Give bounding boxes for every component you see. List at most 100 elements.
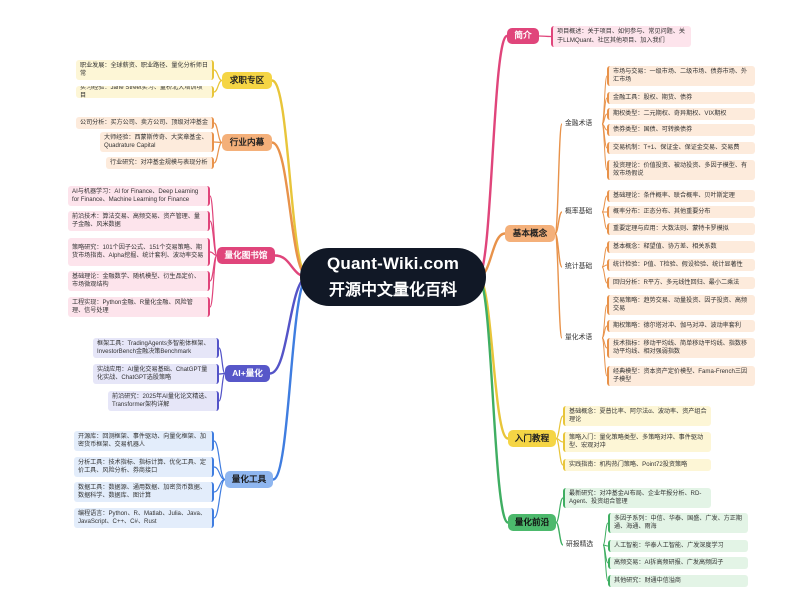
leaf-tools-label: 开源库：回测框架、事件驱动、向量化框架、加密货币框架、交易机器人 bbox=[78, 432, 206, 448]
branch-jobs[interactable]: 求职专区 bbox=[222, 72, 272, 89]
subgroup-concepts[interactable]: 统计基础 bbox=[562, 262, 602, 272]
leaf-jobs[interactable]: 实习经验：Jane Street实习、量桥北大培训项目 bbox=[76, 86, 214, 98]
leaf-concepts-label: 重要定理与应用：大数法则、蒙特卡罗模拟 bbox=[613, 224, 729, 232]
leaf-industry[interactable]: 行业研究：对冲基金规模与表现分析 bbox=[106, 157, 214, 169]
connector-line bbox=[555, 497, 564, 524]
leaf-library[interactable]: 工程实现：Python金融、R量化金融、风险管理、信号处理 bbox=[68, 297, 210, 317]
subgroup-concepts[interactable]: 概率基础 bbox=[562, 207, 602, 217]
connector-line bbox=[218, 372, 226, 402]
leaf-concepts[interactable]: 金融工具：股权、期货、债券 bbox=[607, 92, 755, 104]
leaf-tools-label: 编程语言：Python、R、Matlab、Julia、Java、JavaScri… bbox=[78, 509, 207, 525]
leaf-industry-label: 公司分析：买方公司、卖方公司、顶级对冲基金 bbox=[80, 118, 208, 126]
leaf-concepts[interactable]: 回归分析：R平方、多元线性回归、最小二乘法 bbox=[607, 277, 755, 289]
leaf-jobs-label: 实习经验：Jane Street实习、量桥北大培训项目 bbox=[80, 86, 203, 98]
branch-ai[interactable]: AI+量化 bbox=[225, 365, 270, 382]
leaf-ai-label: 实战应用：AI量化交易基础、ChatGPT量化实战、ChatGPT选股策略 bbox=[97, 365, 208, 381]
connector-line bbox=[213, 79, 223, 93]
center-node[interactable]: Quant-Wiki.com 开源中文量化百科 bbox=[300, 248, 486, 306]
leaf-library-label: 工程实现：Python金融、R量化金融、风险管理、信号处理 bbox=[72, 298, 193, 314]
leaf-concepts[interactable]: 统计检验：P值、T检验、假设检验、统计显著性 bbox=[607, 259, 755, 271]
branch-tutorial[interactable]: 入门教程 bbox=[508, 430, 556, 447]
leaf-frontier[interactable]: 多因子系列：中信、华泰、国盛、广发、方正期通、海通、雨海 bbox=[608, 513, 748, 533]
leaf-concepts-label: 概率分布：正态分布、其他重要分布 bbox=[613, 207, 711, 215]
leaf-library-label: 策略研究：101个因子公式、151个交易策略、期货市场指南、Alpha挖掘、统计… bbox=[72, 243, 204, 259]
leaf-concepts[interactable]: 经典模型：资本资产定价模型、Fama-French三因子模型 bbox=[607, 366, 755, 386]
branch-library[interactable]: 量化图书馆 bbox=[217, 247, 275, 264]
leaf-tools[interactable]: 分析工具：技术指标、指标计算、优化工具、定价工具、风险分析、券商接口 bbox=[74, 457, 214, 477]
leaf-ai-label: 框架工具：TradingAgents多智能体框架、InvestorBench金融… bbox=[97, 339, 210, 355]
branch-frontier[interactable]: 量化前沿 bbox=[508, 514, 556, 531]
leaf-concepts[interactable]: 基础理论：条件概率、联合概率、贝叶斯定理 bbox=[607, 190, 755, 202]
leaf-library[interactable]: 策略研究：101个因子公式、151个交易策略、期货市场指南、Alpha挖掘、统计… bbox=[68, 238, 210, 266]
branch-industry-label: 行业内幕 bbox=[229, 136, 265, 147]
leaf-concepts[interactable]: 重要定理与应用：大数法则、蒙特卡罗模拟 bbox=[607, 223, 755, 235]
leaf-industry[interactable]: 大师经验：西蒙斯传奇、大奖章基金、Quadrature Capital bbox=[100, 132, 214, 152]
leaf-library[interactable]: 基础理论：金融数学、随机模型、衍生品定价、市场微观结构 bbox=[68, 271, 210, 291]
leaf-frontier[interactable]: 最新研究：对冲基金AI布局、企业年报分析、RD-Agent、投资组合管理 bbox=[563, 488, 711, 508]
leaf-frontier[interactable]: 高频交易：AI拆高频研报、广发高频因子 bbox=[608, 557, 748, 569]
connector-line bbox=[602, 544, 609, 582]
leaf-concepts[interactable]: 概率分布：正态分布、其他重要分布 bbox=[607, 206, 755, 218]
leaf-concepts[interactable]: 期权类型：二元期权、奇异期权、VIX期权 bbox=[607, 108, 755, 120]
leaf-library[interactable]: 前沿技术：算法交易、高频交易、资产管理、量子金融、风米数据 bbox=[68, 211, 210, 231]
connector-line bbox=[218, 347, 226, 375]
leaf-concepts-label: 交易策略：趋势交易、动量投资、因子投资、高频交易 bbox=[613, 296, 748, 312]
subgroup-concepts[interactable]: 金融术语 bbox=[562, 119, 602, 129]
subgroup-frontier[interactable]: 研报精选 bbox=[563, 540, 603, 550]
leaf-ai[interactable]: 前沿研究：2025年AI量化论文精选、Transformer架构详解 bbox=[108, 391, 219, 411]
connector-line bbox=[554, 123, 563, 235]
connector-line bbox=[554, 232, 563, 339]
leaf-ai-label: 前沿研究：2025年AI量化论文精选、Transformer架构详解 bbox=[112, 392, 211, 408]
connector-line bbox=[476, 34, 509, 279]
connector-line bbox=[601, 337, 608, 377]
leaf-tutorial[interactable]: 基础概念：夏普比率、阿尔法α、波动率、资产组合理论 bbox=[563, 406, 711, 426]
leaf-concepts[interactable]: 基本概念：释望值、协方差、相关系数 bbox=[607, 241, 755, 253]
connector-line bbox=[555, 437, 564, 466]
leaf-ai[interactable]: 实战应用：AI量化交易基础、ChatGPT量化实战、ChatGPT选股策略 bbox=[93, 364, 219, 384]
leaf-concepts-label: 基础理论：条件概率、联合概率、贝叶斯定理 bbox=[613, 191, 735, 199]
branch-concepts[interactable]: 基本概念 bbox=[505, 225, 555, 242]
leaf-concepts-label: 经典模型：资本资产定价模型、Fama-French三因子模型 bbox=[613, 367, 748, 383]
leaf-concepts-label: 期权类型：二元期权、奇异期权、VIX期权 bbox=[613, 109, 727, 117]
leaf-concepts[interactable]: 债券类型：国债、可转换债券 bbox=[607, 124, 755, 136]
leaf-frontier[interactable]: 人工智能：华泰人工智能、广发深度学习 bbox=[608, 540, 748, 552]
leaf-concepts-label: 交易机制：T+1、保证金、保证金交易、交易费 bbox=[613, 143, 740, 151]
branch-tutorial-label: 入门教程 bbox=[514, 432, 550, 443]
leaf-concepts[interactable]: 投资理论：价值投资、被动投资、多因子模型、有效市场假说 bbox=[607, 160, 755, 180]
leaf-concepts-label: 债券类型：国债、可转换债券 bbox=[613, 125, 693, 133]
leaf-concepts[interactable]: 技术指标：移动平均线、简单移动平均线、指数移动平均线、相对强弱指数 bbox=[607, 338, 755, 358]
connector-line bbox=[555, 415, 564, 440]
leaf-concepts-label: 技术指标：移动平均线、简单移动平均线、指数移动平均线、相对强弱指数 bbox=[613, 339, 748, 355]
leaf-tutorial-label: 策略入门：量化策略类型、多策略对冲、事件驱动型、宏观对冲 bbox=[569, 433, 704, 449]
branch-tools-label: 量化工具 bbox=[231, 473, 267, 484]
connector-line bbox=[602, 522, 609, 546]
branch-tools[interactable]: 量化工具 bbox=[225, 471, 273, 488]
leaf-concepts[interactable]: 交易机制：T+1、保证金、保证金交易、交易费 bbox=[607, 142, 755, 154]
leaf-concepts[interactable]: 市场与交易：一级市场、二级市场、债券市场、外汇市场 bbox=[607, 66, 755, 86]
leaf-intro[interactable]: 项目概述：关于项目、如何参与、常见问题、关于LLMQuant、社区其他项目、加入… bbox=[551, 26, 691, 47]
center-subtitle: 开源中文量化百科 bbox=[328, 282, 457, 299]
branch-intro-label: 简介 bbox=[514, 30, 532, 41]
leaf-frontier[interactable]: 其他研究：财通中信溢商 bbox=[608, 575, 748, 587]
leaf-tutorial[interactable]: 实践指南：机构热门策略、Point72投资策略 bbox=[563, 459, 711, 471]
leaf-tools[interactable]: 编程语言：Python、R、Matlab、Julia、Java、JavaScri… bbox=[74, 508, 214, 528]
subgroup-concepts-label: 概率基础 bbox=[565, 208, 593, 216]
leaf-tools[interactable]: 数据工具：数据源、通用数据、加密货币数据、数据科学、数据库、图计算 bbox=[74, 482, 214, 502]
connector-line bbox=[601, 325, 608, 339]
leaf-tools[interactable]: 开源库：回测框架、事件驱动、向量化框架、加密货币框架、交易机器人 bbox=[74, 431, 214, 451]
leaf-jobs[interactable]: 职业发展：全球薪资、职业路径、量化分析师日常 bbox=[76, 60, 214, 80]
leaf-industry[interactable]: 公司分析：买方公司、卖方公司、顶级对冲基金 bbox=[76, 117, 214, 129]
branch-intro[interactable]: 简介 bbox=[507, 28, 539, 44]
leaf-ai[interactable]: 框架工具：TradingAgents多智能体框架、InvestorBench金融… bbox=[93, 338, 219, 358]
leaf-library[interactable]: AI与机器学习：AI for Finance、Deep Learning for… bbox=[68, 186, 210, 206]
branch-industry[interactable]: 行业内幕 bbox=[222, 134, 272, 151]
subgroup-concepts[interactable]: 量化术语 bbox=[562, 333, 602, 343]
connector-line bbox=[213, 440, 226, 481]
leaf-concepts[interactable]: 交易策略：趋势交易、动量投资、因子投资、高频交易 bbox=[607, 295, 755, 315]
leaf-tutorial[interactable]: 策略入门：量化策略类型、多策略对冲、事件驱动型、宏观对冲 bbox=[563, 432, 711, 452]
leaf-concepts-label: 金融工具：股权、期货、债券 bbox=[613, 93, 693, 101]
leaf-jobs-label: 职业发展：全球薪资、职业路径、量化分析师日常 bbox=[80, 61, 208, 77]
leaf-concepts[interactable]: 期权策略：德尔塔对冲、伽马对冲、波动率套利 bbox=[607, 320, 755, 332]
leaf-frontier-label: 人工智能：华泰人工智能、广发深度学习 bbox=[614, 541, 724, 549]
connector-line bbox=[476, 275, 510, 524]
